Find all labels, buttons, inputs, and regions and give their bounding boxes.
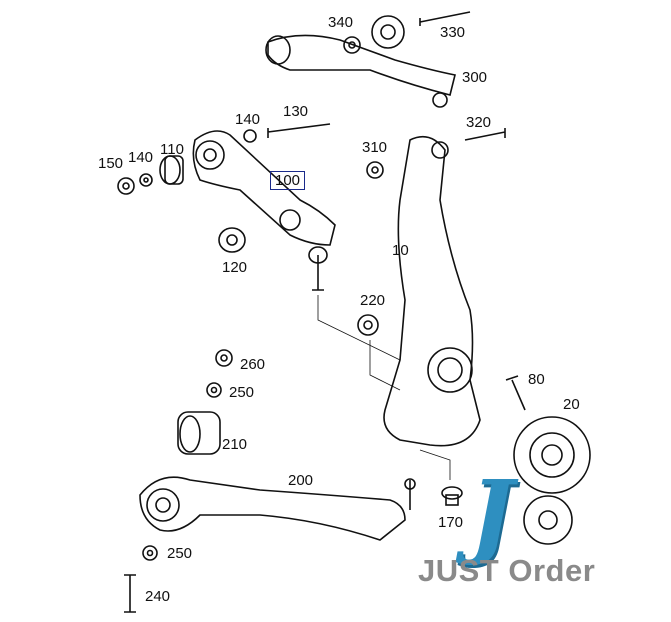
- label-130: 130: [283, 103, 309, 120]
- steering-knuckle: [383, 135, 481, 447]
- bolt-80: [505, 375, 526, 411]
- control-arm-200: [139, 476, 416, 541]
- washer-140-left: [139, 173, 153, 187]
- label-340: 340: [328, 14, 354, 31]
- guide-lines: [317, 295, 451, 480]
- nut-170: [441, 486, 463, 506]
- nut-220: [357, 314, 379, 336]
- nut-340: [343, 36, 361, 54]
- control-arm-100: [192, 130, 336, 291]
- nut-150: [117, 177, 135, 195]
- wheel-hub-20: [513, 416, 591, 545]
- label-140-left: 140: [128, 149, 154, 166]
- bushing-110: [159, 155, 184, 185]
- bolt-320: [464, 128, 506, 141]
- label-300: 300: [462, 69, 488, 86]
- label-200: 200: [288, 472, 314, 489]
- label-260: 260: [240, 356, 266, 373]
- bolt-130: [267, 123, 331, 138]
- label-150: 150: [98, 155, 124, 172]
- washer-250-low: [142, 545, 158, 561]
- label-320: 320: [466, 114, 492, 131]
- nut-310: [366, 161, 384, 179]
- label-110: 110: [160, 141, 184, 158]
- label-210: 210: [222, 436, 248, 453]
- label-250-low: 250: [167, 545, 193, 562]
- label-100-highlighted: 100: [270, 171, 306, 190]
- bolt-330: [419, 11, 471, 26]
- bushing-120: [218, 227, 246, 253]
- label-250-mid: 250: [229, 384, 255, 401]
- label-220: 220: [360, 292, 386, 309]
- label-310: 310: [362, 139, 388, 156]
- upper-control-arm: [265, 15, 456, 108]
- nut-260: [215, 349, 233, 367]
- label-80: 80: [528, 371, 545, 388]
- washer-250-mid: [206, 382, 222, 398]
- label-170: 170: [438, 514, 464, 531]
- label-330: 330: [440, 24, 466, 41]
- label-240: 240: [145, 588, 171, 605]
- label-140-top: 140: [235, 111, 261, 128]
- brand-name: JUST Order: [418, 553, 596, 588]
- bolt-240: [124, 574, 136, 613]
- label-120: 120: [222, 259, 248, 276]
- label-20: 20: [563, 396, 580, 413]
- logo-j-letter: J: [470, 460, 514, 568]
- washer-140-top: [243, 129, 257, 143]
- bushing-210: [177, 411, 221, 455]
- label-10: 10: [392, 242, 409, 259]
